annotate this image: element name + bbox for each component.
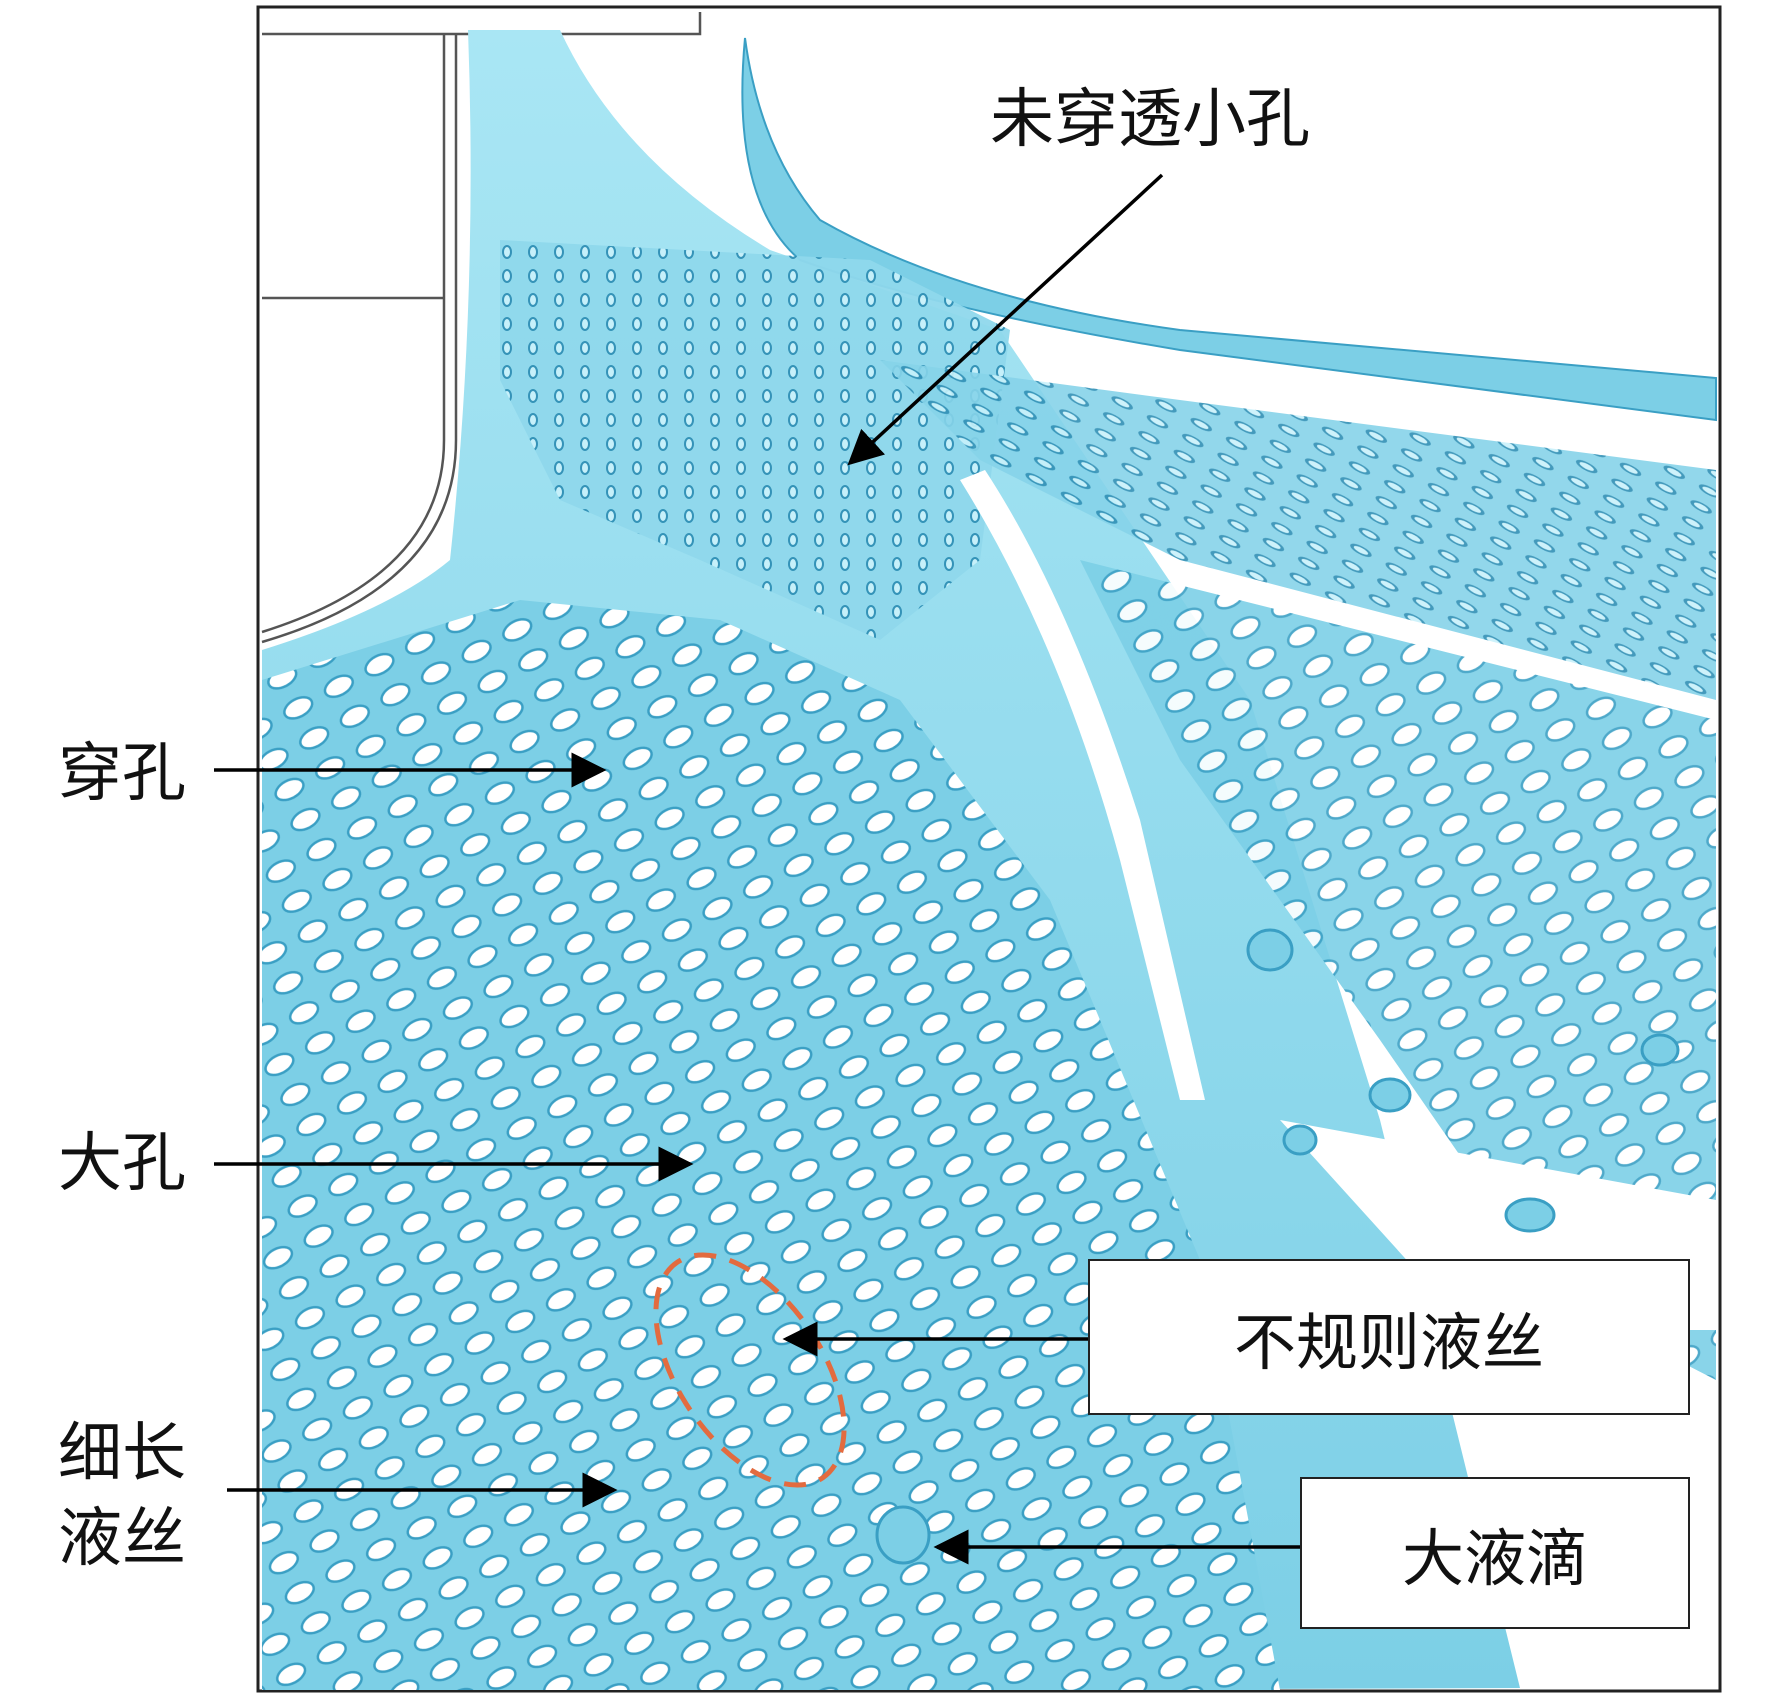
arrow-unpierced-holes [847,173,1164,466]
label-irregular-ligament: 不规则液丝 [1233,1306,1544,1379]
label-large-hole: 大孔 [58,1127,186,1201]
hole-streak-region [880,360,1716,700]
label-unpierced-holes: 未穿透小孔 [990,83,1310,157]
large-droplets [875,928,1680,1565]
label-box-irregular-ligament: 不规则液丝 [1088,1259,1690,1415]
label-box-large-droplet: 大液滴 [1300,1477,1690,1629]
leader-arrows [214,173,1300,1565]
unpierced-holes-region [500,240,1010,640]
label-perforation: 穿孔 [58,737,186,811]
label-large-droplet: 大液滴 [1401,1522,1588,1595]
label-slender-ligament-line1: 细长 [58,1417,186,1491]
label-slender-ligament-line2: 液丝 [58,1502,186,1576]
upper-sheet [741,37,1717,422]
nozzle-wall [261,12,702,644]
perforated-network [262,600,1280,1690]
gap-lane [960,470,1205,1100]
